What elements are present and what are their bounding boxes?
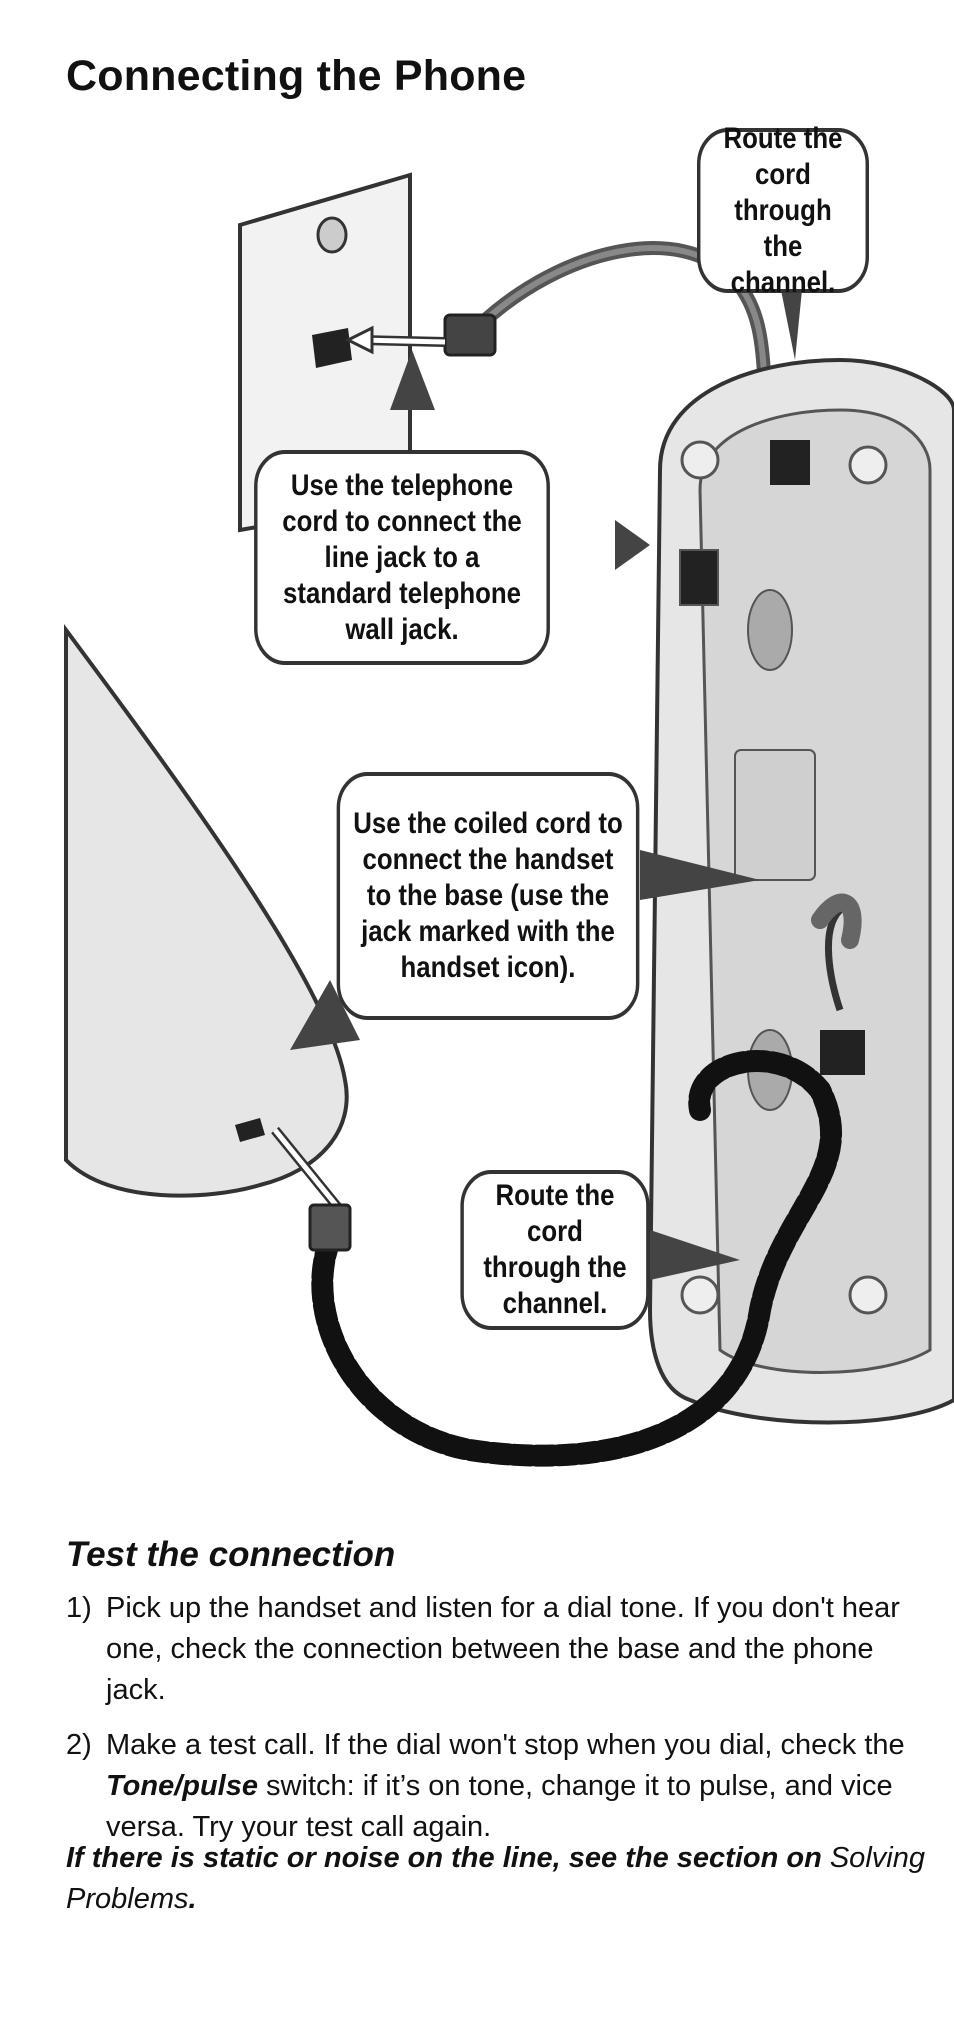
step-text-continued: switch: if it’s on tone, change it to pu…	[106, 1770, 893, 1843]
callout-telephone-cord: Use the telephone cord to connect the li…	[254, 450, 550, 665]
test-steps-list: 1) Pick up the handset and listen for a …	[66, 1588, 926, 1862]
list-item: 2) Make a test call. If the dial won't s…	[66, 1725, 926, 1848]
callout-coiled-cord: Use the coiled cord to connect the hands…	[336, 772, 640, 1020]
phone-connection-illustration	[64, 172, 954, 1467]
step-text: Make a test call. If the dial won't stop…	[106, 1729, 905, 1761]
callout-route-cord-bottom: Route the cord through the channel.	[460, 1170, 650, 1330]
list-item: 1) Pick up the handset and listen for a …	[66, 1588, 926, 1711]
step-number: 2)	[66, 1729, 92, 1761]
test-connection-heading: Test the connection	[66, 1535, 396, 1574]
static-noise-note: If there is static or noise on the line,…	[66, 1838, 926, 1920]
tone-pulse-switch-label: Tone/pulse	[106, 1770, 258, 1802]
note-text: If there is static or noise on the line,…	[66, 1842, 830, 1874]
step-number: 1)	[66, 1592, 92, 1624]
coiled-cord-icon	[308, 1050, 842, 1467]
step-text: Pick up the handset and listen for a dia…	[106, 1592, 900, 1706]
solving-problems-reference: Solving Problems	[66, 1842, 925, 1915]
page-title: Connecting the Phone	[66, 52, 527, 100]
handset-icon	[64, 623, 349, 1214]
phone-base-icon	[647, 357, 954, 1425]
note-end: .	[188, 1883, 197, 1915]
callout-route-cord-top: Route the cord through the channel.	[697, 122, 869, 299]
